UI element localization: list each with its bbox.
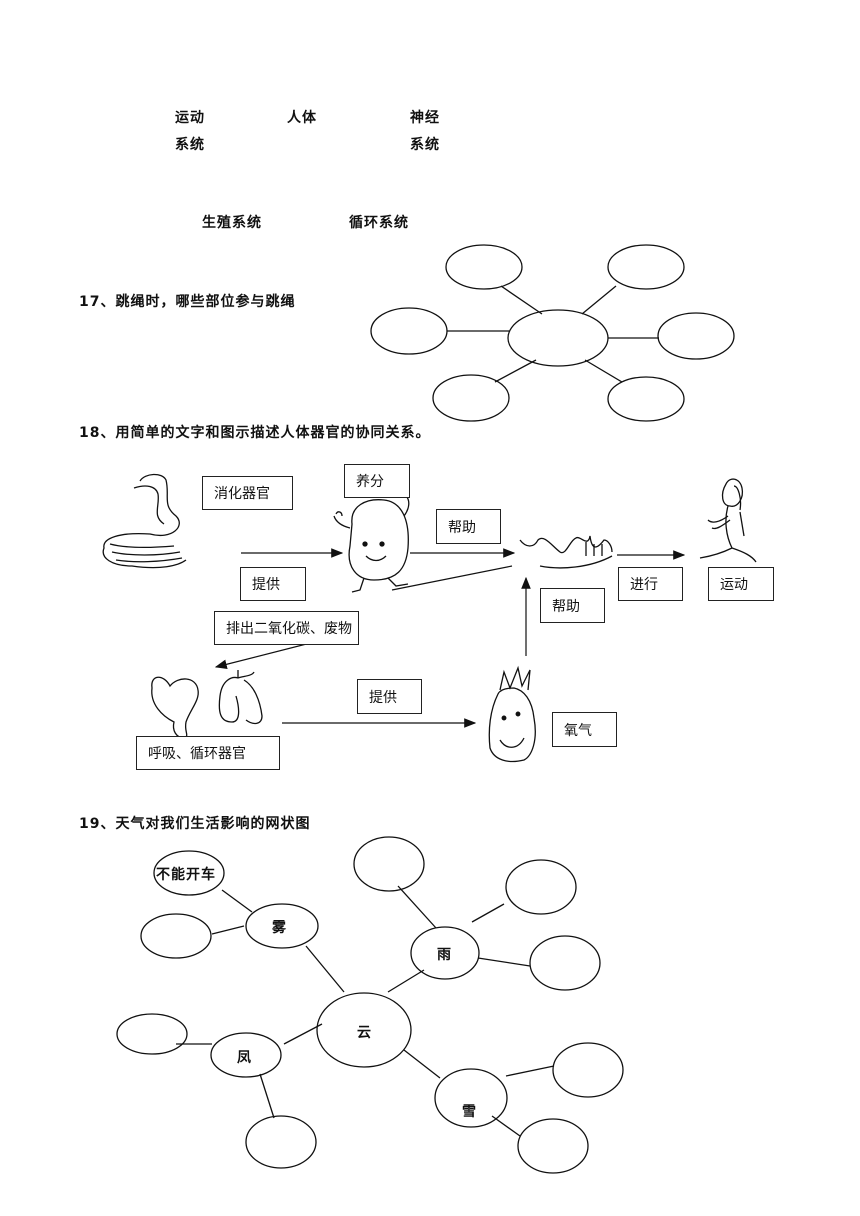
q17-bubble-bottomright [607,376,685,422]
q19-bubble-rain-right [529,935,601,991]
label-box-help1: 帮助 [436,509,501,544]
human-body-label: 人体 [287,110,317,126]
label-box-nutrients: 养分 [344,464,410,498]
label-box-provide2: 提供 [357,679,422,714]
lungs-heart-sketch [151,670,263,739]
q17-connector-topleft [500,285,543,315]
q19-web-diagram [116,836,624,1174]
q19-connector-fog-left [211,925,245,935]
q19-connector-cloud-rain [387,969,425,993]
q19-connector-fog-cloud [305,945,345,993]
label-box-perform: 进行 [618,567,683,601]
running-figure-sketch [699,478,757,563]
q17-bubble-right [657,312,735,360]
q19-bubble-wind-left [116,1013,188,1055]
q19-bubble-rain [410,926,480,980]
stomach-intestine-sketch [102,473,187,569]
label-box-help2: 帮助 [540,588,605,623]
muscle-sketch [519,535,613,569]
label-box-digestive: 消化器官 [202,476,293,510]
q19-bubble-wind [210,1032,282,1078]
q17-spider-diagram [370,244,735,422]
label-box-provide1: 提供 [240,567,306,601]
q19-bubble-cloud [316,992,412,1068]
q19-bubble-fog-left [140,913,212,959]
q19-connector-cloud-snow [403,1049,441,1079]
label-box-resp-circ: 呼吸、循环器官 [136,736,280,770]
q19-connector-wind-bottom [259,1073,275,1119]
q17-title: 17、跳绳时，哪些部位参与跳绳 [79,294,296,310]
q19-bubble-wind-bottom [245,1115,317,1169]
liver-character-sketch [333,495,410,593]
q19-connector-cloud-wind [283,1023,323,1045]
nervous-system-label-line2: 系统 [410,137,440,153]
q19-connector-rain-right [477,957,531,967]
q19-connector-cannotdrive-fog [221,889,253,913]
q17-connector-bottomleft [494,359,537,383]
q18-title: 18、用简单的文字和图示描述人体器官的协同关系。 [79,425,431,441]
q19-title: 19、天气对我们生活影响的网状图 [79,816,311,832]
q17-bubble-bottomleft [432,374,510,422]
q19-bubble-rain-topright [505,859,577,915]
q19-label-cloud: 云 [357,1025,371,1041]
label-box-movement: 运动 [708,567,774,601]
q19-bubble-snow [434,1068,508,1128]
q19-bubble-fog [245,903,319,949]
motor-system-label-line2: 系统 [175,137,205,153]
q17-bubble-topleft [445,244,523,290]
q17-center-bubble [507,309,609,367]
q19-bubble-snow-right [552,1042,624,1098]
q19-connector-snow-right [505,1065,555,1077]
line-liver-to-muscle-diagonal [391,565,513,591]
q17-bubble-topright [607,244,685,290]
q17-connector-topright [581,285,617,315]
circulatory-system-label: 循环系统 [349,215,409,231]
motor-system-label-line1: 运动 [175,110,205,126]
q19-label-rain: 雨 [437,947,451,963]
q17-connector-bottomright [584,359,623,383]
heart-character-sketch [488,665,536,763]
reproductive-system-label: 生殖系统 [202,215,262,231]
q19-connector-snow-bottom [491,1115,521,1137]
label-box-expel: 排出二氧化碳、废物 [214,611,359,645]
q19-bubble-snow-bottom [517,1118,589,1174]
q19-label-fog: 雾 [272,920,286,936]
q17-bubble-left [370,307,448,355]
q19-label-cannot-drive: 不能开车 [156,867,216,883]
label-box-oxygen: 氧气 [552,712,617,747]
q19-connector-rain-top [397,885,437,929]
q19-bubble-rain-top [353,836,425,892]
q19-connector-rain-topright [471,903,505,923]
q19-label-wind: 凤 [237,1050,251,1066]
q19-bubble-cannot-drive [153,850,225,896]
q19-label-snow: 雪 [462,1104,476,1120]
nervous-system-label-line1: 神经 [410,110,440,126]
